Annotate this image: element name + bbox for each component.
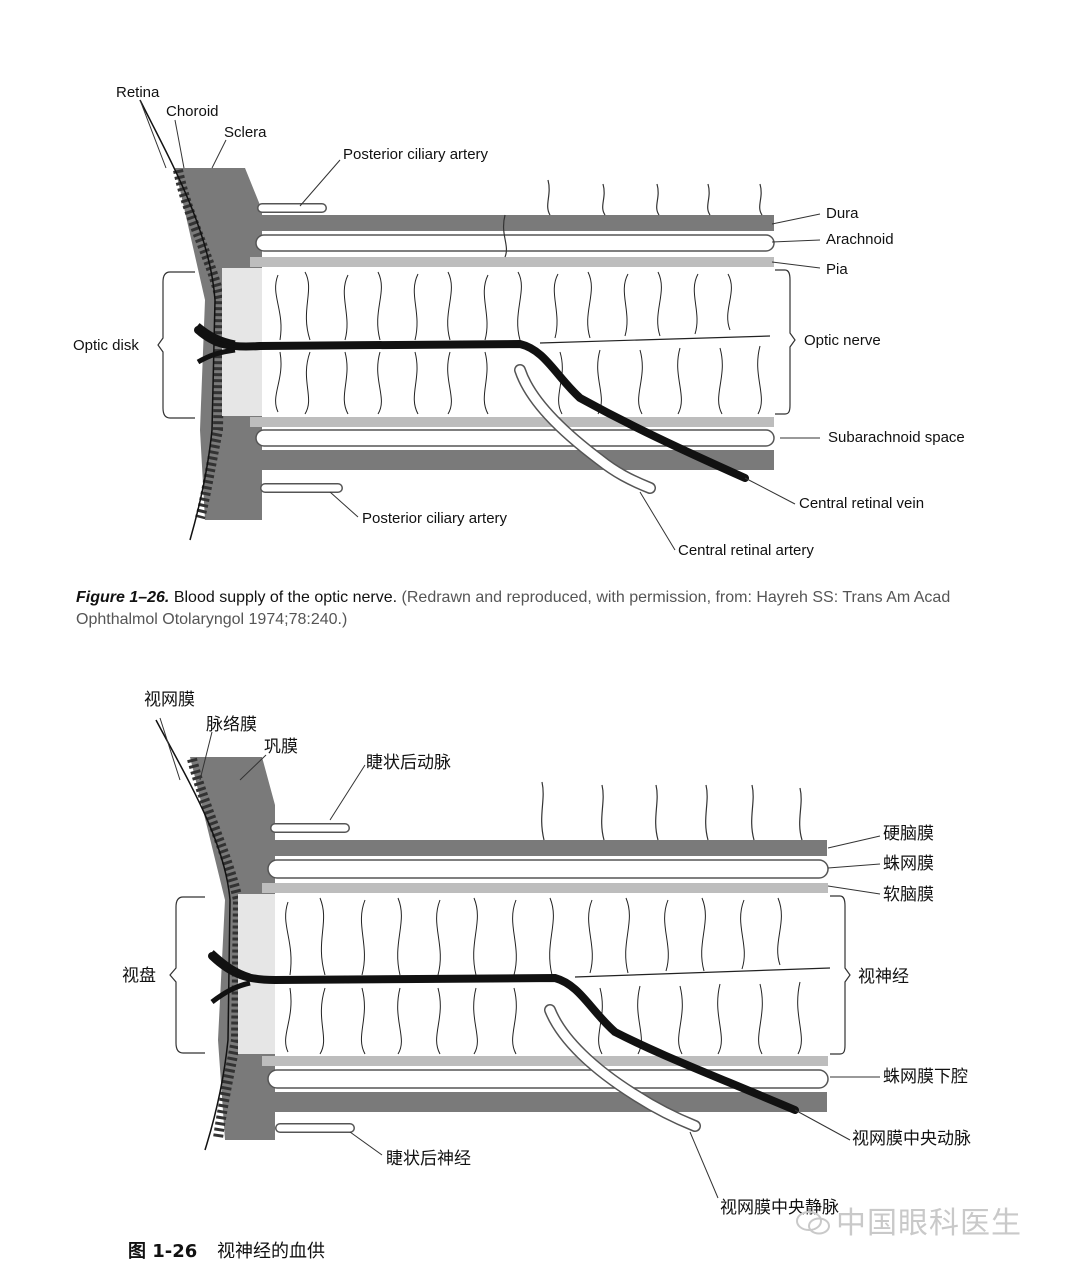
dura-bottom bbox=[275, 1092, 827, 1112]
dura-bottom bbox=[262, 450, 774, 470]
label-pia: Pia bbox=[826, 261, 848, 278]
pia-top bbox=[250, 257, 774, 267]
optic-nerve-bracket bbox=[775, 269, 796, 415]
leader-lines-en bbox=[139, 99, 821, 551]
dura-top bbox=[262, 215, 774, 231]
label-pia-zh: 软脑膜 bbox=[883, 885, 934, 905]
arachnoid-bottom bbox=[267, 1069, 829, 1089]
vessel-branch-lower bbox=[210, 980, 251, 1004]
english-figure-panel: Retina Choroid Sclera Posterior ciliary … bbox=[73, 84, 1006, 631]
watermark-text: 中国眼科医生 bbox=[836, 1206, 1022, 1241]
wechat-icon bbox=[796, 1211, 830, 1235]
caption-zh-figure-number: 图 1-26 bbox=[128, 1241, 198, 1262]
figure-caption-zh: 图 1-26 视神经的血供 bbox=[128, 1237, 325, 1263]
label-retina: Retina bbox=[116, 84, 160, 101]
label-optic-nerve: Optic nerve bbox=[804, 332, 881, 349]
vessel-branch-upper bbox=[196, 323, 236, 346]
label-arachnoid-zh: 蛛网膜 bbox=[883, 854, 934, 874]
optic-disk-bracket bbox=[169, 896, 205, 1054]
arachnoid-bottom bbox=[255, 429, 775, 447]
label-central-retinal-vein: Central retinal vein bbox=[799, 495, 925, 512]
leader-lines-zh bbox=[159, 717, 881, 1199]
arachnoid-top bbox=[255, 234, 775, 252]
central-retinal-vessel bbox=[194, 326, 749, 482]
label-optic-disk: Optic disk bbox=[73, 337, 139, 354]
label-optic-nerve-zh: 视神经 bbox=[858, 967, 909, 987]
capillary-network-bottom bbox=[285, 981, 802, 1055]
caption-title: Blood supply of the optic nerve. bbox=[173, 589, 398, 606]
retina-curve bbox=[139, 99, 216, 541]
caption-reference: (Redrawn and reproduced, with permission… bbox=[76, 589, 951, 628]
label-choroid: Choroid bbox=[166, 103, 219, 120]
label-posterior-ciliary-artery-top: Posterior ciliary artery bbox=[343, 146, 489, 163]
dural-vessels bbox=[541, 781, 803, 841]
label-central-retinal-artery-zh: 视网膜中央动脉 bbox=[852, 1129, 971, 1149]
label-subarachnoid-space-zh: 蛛网膜下腔 bbox=[883, 1067, 968, 1087]
figure-caption-en: Figure 1–26. Blood supply of the optic n… bbox=[76, 587, 1006, 631]
pia-top bbox=[262, 883, 828, 893]
chinese-figure-panel: 视网膜 脉络膜 巩膜 睫状后动脉 硬脑膜 蛛网膜 软脑膜 视盘 视神经 蛛网膜下… bbox=[0, 640, 1080, 1279]
pia-bottom bbox=[250, 417, 774, 427]
label-posterior-ciliary-artery-bottom: Posterior ciliary artery bbox=[362, 510, 508, 527]
capillary-network-top bbox=[285, 897, 782, 976]
capillary-network-top bbox=[275, 271, 732, 341]
label-sclera-zh: 巩膜 bbox=[264, 737, 298, 757]
dura-top bbox=[275, 840, 827, 856]
vessel-branch-lower bbox=[196, 347, 236, 365]
label-central-retinal-artery: Central retinal artery bbox=[678, 542, 814, 559]
central-retinal-artery-shape bbox=[514, 364, 656, 494]
label-dura-zh: 硬脑膜 bbox=[883, 824, 934, 844]
caption-figure-number: Figure 1–26. bbox=[76, 589, 170, 606]
label-choroid-zh: 脉络膜 bbox=[206, 715, 257, 735]
retina-curve bbox=[155, 719, 231, 1151]
optic-disk-bracket bbox=[157, 271, 195, 419]
vessel-branch-upper bbox=[210, 950, 251, 979]
label-subarachnoid-space: Subarachnoid space bbox=[828, 429, 965, 446]
label-optic-disk-zh: 视盘 bbox=[122, 966, 156, 986]
optic-nerve-diagram-zh bbox=[155, 717, 881, 1199]
dural-vessels bbox=[502, 179, 763, 258]
label-dura: Dura bbox=[826, 205, 859, 222]
label-retina-zh: 视网膜 bbox=[144, 690, 195, 710]
caption-zh-title: 视神经的血供 bbox=[217, 1241, 326, 1262]
central-retinal-vessel bbox=[208, 952, 799, 1114]
optic-nerve-bracket bbox=[830, 895, 851, 1055]
label-sclera: Sclera bbox=[224, 124, 267, 141]
arachnoid-top bbox=[267, 859, 829, 879]
nerve-central-axis bbox=[539, 335, 771, 344]
label-arachnoid: Arachnoid bbox=[826, 231, 894, 248]
pia-bottom bbox=[262, 1056, 828, 1066]
label-posterior-ciliary-artery-zh: 睫状后动脉 bbox=[366, 753, 451, 773]
nerve-central-axis bbox=[574, 967, 831, 978]
label-posterior-ciliary-nerve-zh: 睫状后神经 bbox=[386, 1149, 471, 1169]
optic-nerve-diagram-en bbox=[139, 99, 821, 551]
